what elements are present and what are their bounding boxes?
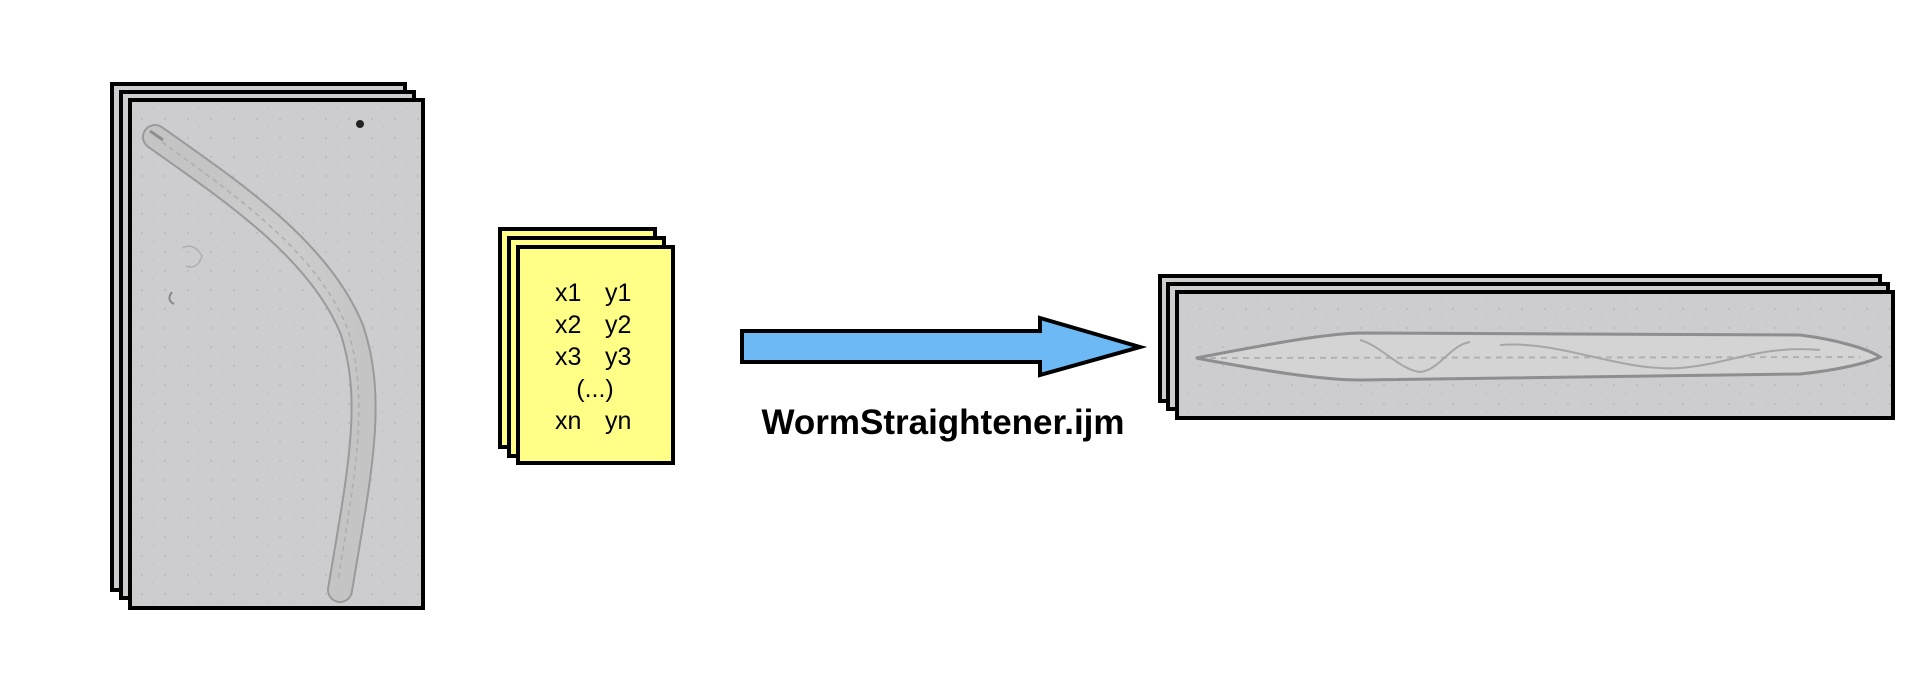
- macro-caption: WormStraightener.ijm: [761, 403, 1124, 442]
- coord-y-3: y3: [605, 343, 631, 371]
- curved-worm: [142, 124, 377, 603]
- process-arrow: [740, 315, 1148, 378]
- coordinates-stack: x1 y1 x2 y2 x3 y3 (...) xn yn: [498, 227, 675, 465]
- straightened-worm-frame: [1175, 290, 1895, 420]
- coord-x-3: x3: [555, 343, 581, 371]
- coord-y-1: y1: [605, 279, 631, 307]
- output-image-stack: [1158, 274, 1895, 420]
- coordinate-list: x1 y1 x2 y2 x3 y3 (...) xn yn: [555, 279, 631, 435]
- coord-x-2: x2: [555, 311, 581, 339]
- worm-image-frame: [128, 98, 425, 610]
- coord-ellipsis: (...): [576, 375, 614, 403]
- coord-y-2: y2: [605, 311, 631, 339]
- coord-y-n: yn: [605, 407, 631, 435]
- right-arrow-icon: [740, 315, 1148, 378]
- input-image-stack: [110, 82, 425, 610]
- coordinates-note-card: [516, 245, 675, 465]
- straightened-worm: [1195, 331, 1883, 382]
- coord-x-n: xn: [555, 407, 581, 435]
- coord-x-1: x1: [555, 279, 581, 307]
